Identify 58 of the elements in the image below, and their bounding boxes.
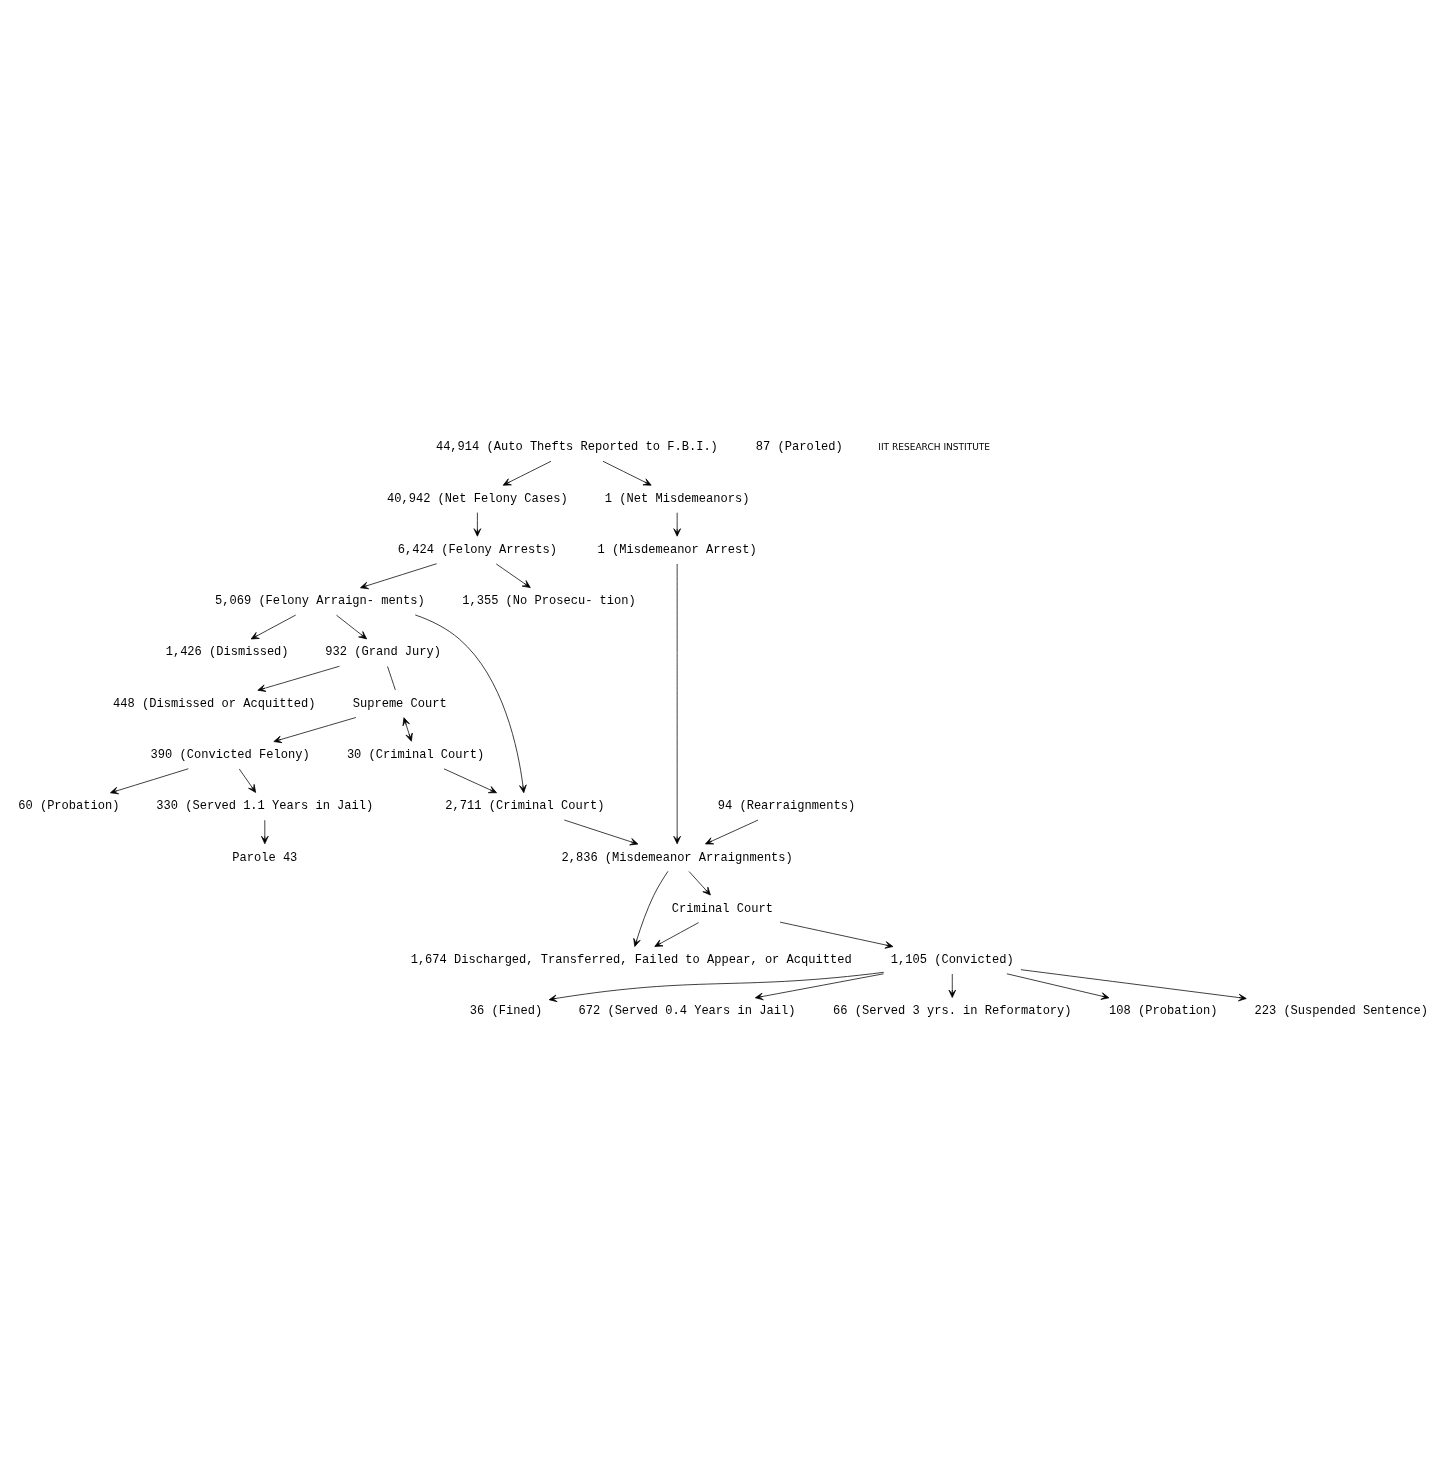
arrow (414, 614, 527, 794)
arrow (602, 460, 652, 486)
arrow (402, 717, 413, 742)
arrow (548, 971, 885, 1003)
node-text: 40,942 (Net Felony Cases) (387, 491, 568, 506)
node-text: 672 (Served 0.4 Years in Jail) (578, 1004, 796, 1019)
arrow (336, 614, 367, 640)
node-text: 30 (Criminal Court) (346, 747, 485, 762)
node-text: 66 (Served 3 yrs. in Reformatory) (832, 1004, 1072, 1019)
arrow (495, 563, 531, 588)
arrow (257, 665, 340, 692)
arrow (360, 563, 437, 590)
node-text: 87 (Paroled) (755, 440, 843, 455)
arrow (705, 819, 759, 845)
node-text: 108 (Probation) (1109, 1004, 1218, 1019)
arrow (673, 563, 681, 845)
node-text: 2,711 (Criminal Court) (445, 799, 605, 814)
node-text: Supreme Court (352, 696, 447, 711)
arrow (688, 871, 711, 896)
arrow (238, 768, 257, 793)
arrow (673, 512, 681, 537)
arrow (1006, 973, 1110, 1000)
node-text: 5,069 (Felony Arraign- ments) (215, 594, 425, 609)
arrow (473, 512, 482, 537)
arrow (563, 819, 639, 846)
node-text: 94 (Rearraignments) (717, 799, 856, 814)
node-text: Criminal Court (671, 901, 773, 916)
node-text: 1 (Misdemeanor Arrest) (597, 542, 757, 557)
arrow (1020, 969, 1247, 1002)
node-text: 390 (Convicted Felony) (150, 747, 310, 762)
node-text: 330 (Served 1.1 Years in Jail) (156, 799, 374, 814)
arrow (502, 460, 552, 486)
node-text: 2,836 (Misdemeanor Arraignments) (561, 850, 793, 865)
node-text: 1,355 (No Prosecu- tion) (462, 594, 636, 609)
node-text: 44,914 (Auto Thefts Reported to F.B.I.) (435, 440, 718, 455)
connector (387, 666, 396, 691)
node-text: 932 (Grand Jury) (325, 645, 441, 660)
arrow (948, 973, 957, 998)
node-text: 60 (Probation) (18, 799, 120, 814)
arrow (633, 870, 669, 947)
arrow (754, 973, 884, 1001)
node-text: 36 (Fined) (469, 1004, 543, 1019)
node-text: 1,674 Discharged, Transferred, Failed to Appear, or Acquitted (410, 953, 852, 968)
arrow (110, 768, 189, 795)
node-text: 448 (Dismissed or Acquitted) (113, 696, 316, 711)
arrow (654, 922, 699, 947)
node-text: 1 (Net Misdemeanors) (604, 491, 750, 506)
node-text: 6,424 (Felony Arrests) (397, 542, 557, 557)
node-text: 223 (Suspended Sentence) (1254, 1004, 1428, 1019)
arrow (250, 614, 297, 640)
arrow (261, 819, 269, 845)
node-text: 1,105 (Convicted) (890, 953, 1014, 968)
arrow (779, 921, 894, 949)
arrow (443, 768, 497, 794)
node-text: Parole 43 (232, 850, 298, 865)
node-text: 1,426 (Dismissed) (165, 645, 289, 660)
arrow (273, 717, 357, 744)
label: IIT RESEARCH INSTITUTE (878, 441, 991, 452)
